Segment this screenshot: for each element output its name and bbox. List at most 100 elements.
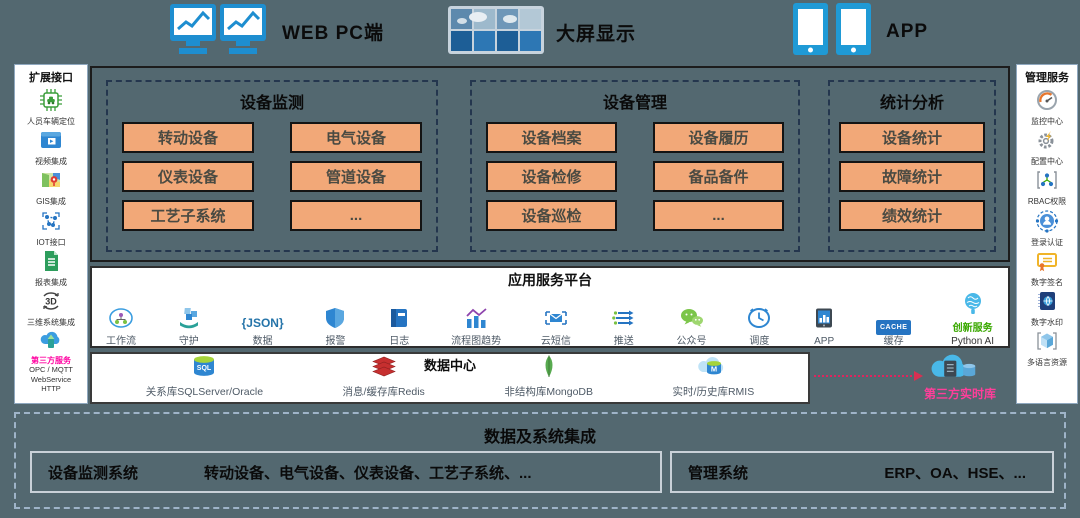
service-item: 报警 <box>323 306 347 348</box>
third-party-arrowhead <box>914 371 923 381</box>
video-icon <box>39 128 63 157</box>
data-store: SQL 关系库SQLServer/Oracle <box>146 354 263 399</box>
data-center: 数据中心 SQL 关系库SQLServer/Oracle <box>90 352 810 404</box>
cache-icon: CACHE <box>875 319 912 335</box>
cloud-upload-icon <box>38 329 64 356</box>
data-store-label: 关系库SQLServer/Oracle <box>145 386 264 398</box>
panel-item-label: RBAC权限 <box>1027 197 1067 207</box>
panel-item-subline: HTTP <box>41 384 61 394</box>
client-app: APP <box>790 2 928 61</box>
module-chip: 转动设备 <box>122 122 254 153</box>
modules-container: 设备监测 转动设备 电气设备 仪表设备 管道设备 工艺子系统 ... 设备管理 … <box>90 66 1010 262</box>
module-chip: 工艺子系统 <box>122 200 254 231</box>
gear-icon <box>1035 128 1059 157</box>
panel-item: 数字签名 <box>1031 249 1063 287</box>
workflow-icon <box>108 306 134 335</box>
data-store: 消息/缓存库Redis <box>343 354 425 399</box>
wechat-icon <box>679 306 705 335</box>
threed-icon: 3D <box>39 289 63 318</box>
third-party-rtdb-label: 第三方实时库 <box>923 387 996 401</box>
data-store-label: 消息/缓存库Redis <box>342 386 425 398</box>
panel-item: 登录认证 <box>1031 209 1063 247</box>
panel-item: 配置中心 <box>1031 128 1063 166</box>
map-icon <box>39 168 63 197</box>
sms-icon <box>543 306 569 335</box>
service-label: 调度 <box>749 335 770 347</box>
cloud-server-icon <box>928 351 982 390</box>
module-chip: 设备统计 <box>839 122 985 153</box>
data-stores-row: SQL 关系库SQLServer/Oracle 消息/缓存库Redis <box>92 354 808 402</box>
integration-group-management: 管理系统 ERP、OA、HSE、... <box>670 451 1054 493</box>
service-item: 公众号 <box>677 306 707 348</box>
service-item: 推送 <box>611 306 637 348</box>
svg-text:SQL: SQL <box>197 365 212 372</box>
sql-db-icon: SQL <box>189 354 219 384</box>
service-label: 守护 <box>178 335 199 347</box>
module-title: 设备管理 <box>602 95 667 112</box>
services-row: 工作流 守护 {JSON} 数据 <box>92 290 1008 351</box>
integration-title: 数据及系统集成 <box>483 429 596 446</box>
cube-icon <box>1035 329 1059 358</box>
guard-icon <box>176 306 202 335</box>
watermark-icon <box>1035 289 1059 318</box>
module-chip: 仪表设备 <box>122 161 254 192</box>
client-web-pc: WEB PC端 <box>168 2 384 61</box>
log-book-icon <box>387 306 411 335</box>
panel-item: 监控中心 <box>1031 88 1063 126</box>
module-chip: 绩效统计 <box>839 200 985 231</box>
client-label: WEB PC端 <box>282 23 385 44</box>
service-label: 创新服务 <box>952 323 993 334</box>
module-title: 设备监测 <box>239 95 304 112</box>
panel-item: 报表集成 <box>35 249 67 287</box>
service-label: 报警 <box>325 335 346 347</box>
report-icon <box>39 249 63 278</box>
right-panel-management-services: 管理服务 监控中心 配置中心 <box>1016 64 1078 404</box>
module-device-management: 设备管理 设备档案 设备履历 设备检修 备品备件 设备巡检 ... <box>470 80 800 252</box>
data-store-label: 实时/历史库RMIS <box>672 386 755 398</box>
data-store: 非结构库MongoDB <box>504 354 593 399</box>
integration-group-detail: 转动设备、电气设备、仪表设备、工艺子系统、... <box>204 464 532 482</box>
module-chip: 设备巡检 <box>486 200 617 231</box>
third-party-arrow <box>814 375 916 377</box>
module-chip: 设备检修 <box>486 161 617 192</box>
service-item: 调度 <box>746 306 772 348</box>
panel-item-label: IOT接口 <box>36 237 66 247</box>
user-auth-icon <box>1035 209 1059 238</box>
panel-item-label: GIS集成 <box>36 197 66 207</box>
integration-group-detail: ERP、OA、HSE、... <box>884 464 1026 482</box>
service-item: APP <box>812 306 836 348</box>
panel-item-label: 报表集成 <box>35 277 67 287</box>
integration-section: 数据及系统集成 设备监测系统 转动设备、电气设备、仪表设备、工艺子系统、... … <box>14 412 1066 509</box>
panel-item-label: 配置中心 <box>1031 157 1063 167</box>
panel-item-label: 多语言资源 <box>1027 358 1067 368</box>
panel-item-label: 登录认证 <box>1031 237 1063 247</box>
service-label: 流程图趋势 <box>451 335 502 347</box>
json-icon: {JSON} <box>241 315 284 330</box>
certificate-icon <box>1035 249 1059 278</box>
hierarchy-icon <box>1035 168 1059 197</box>
svg-text:M: M <box>711 365 717 374</box>
service-item: {JSON} 数据 <box>242 311 284 348</box>
service-item: 流程图趋势 <box>451 306 501 348</box>
panel-item: 数字水印 <box>1031 289 1063 327</box>
chip-vehicle-icon <box>39 88 63 117</box>
service-sublabel: Python AI <box>951 335 994 347</box>
platform-title: 应用服务平台 <box>508 272 592 288</box>
client-label: 大屏显示 <box>556 24 637 45</box>
service-label: 日志 <box>389 335 410 347</box>
module-device-monitoring: 设备监测 转动设备 电气设备 仪表设备 管道设备 工艺子系统 ... <box>106 80 438 252</box>
panel-item: 多语言资源 <box>1027 329 1067 367</box>
client-big-screen: 大屏显示 <box>448 6 636 59</box>
module-title: 统计分析 <box>879 95 944 112</box>
client-label: APP <box>886 20 929 42</box>
module-chip: 备品备件 <box>653 161 784 192</box>
service-item: 工作流 <box>106 306 136 348</box>
integration-group-name: 设备监测系统 <box>48 464 139 482</box>
panel-item-label: 数字签名 <box>1031 277 1063 287</box>
panel-item-subline: OPC / MQTT <box>29 365 73 375</box>
dual-phone-icon <box>790 2 874 61</box>
service-label: 数据 <box>252 335 273 347</box>
clock-icon <box>746 306 772 335</box>
panel-title: 扩展接口 <box>29 72 73 84</box>
